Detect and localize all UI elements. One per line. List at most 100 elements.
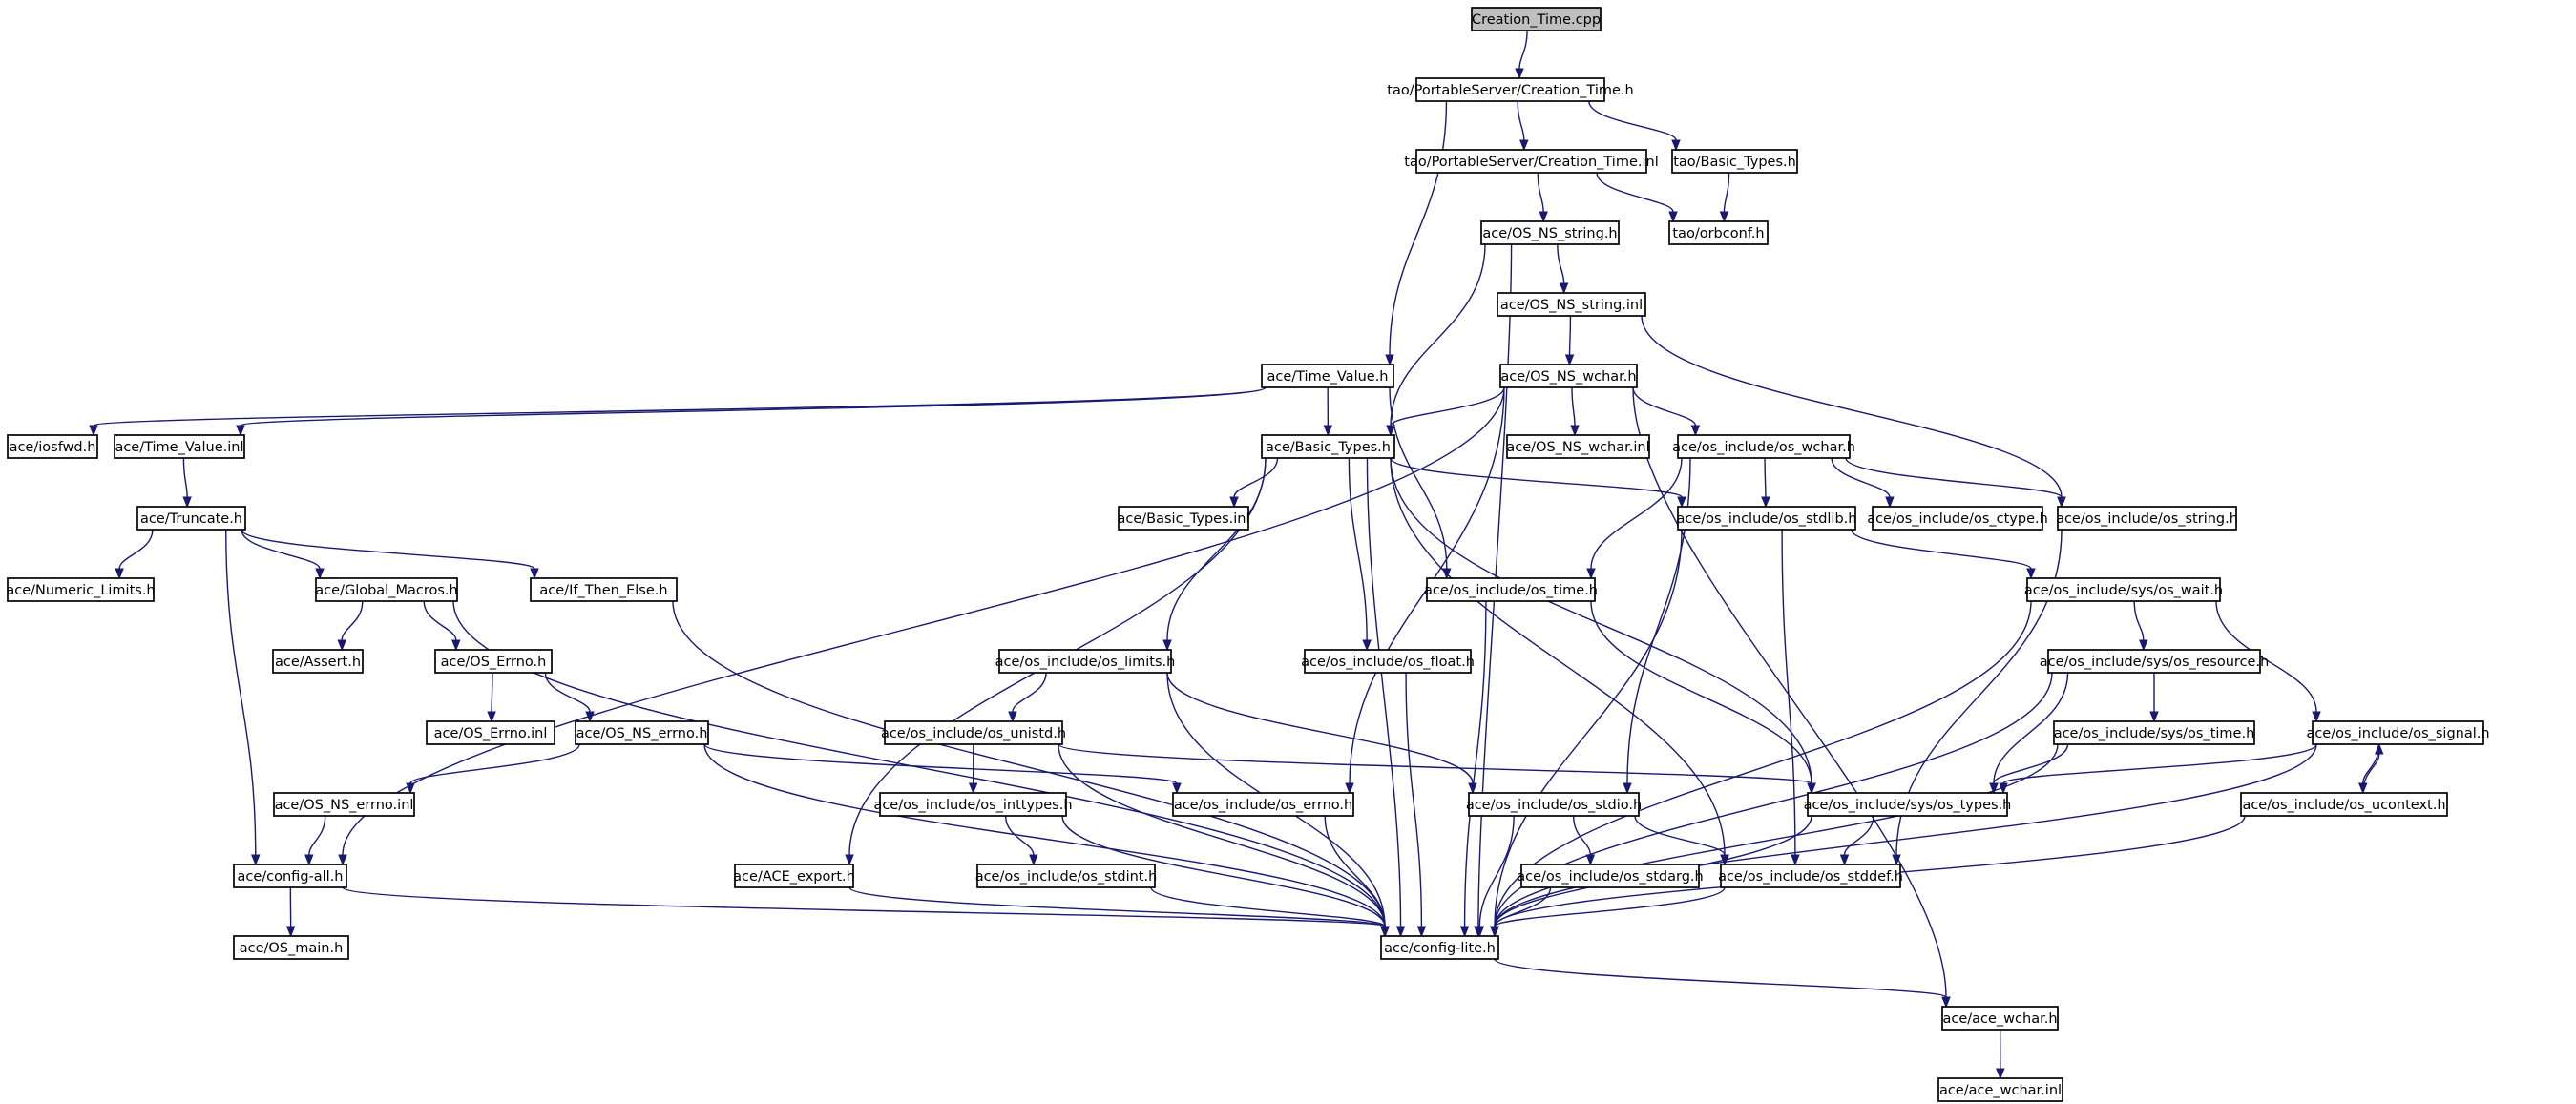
node-os-time-h[interactable]: ace/os_include/os_time.h <box>1424 577 1598 602</box>
edge-os_unistd_h-to-config_lite_h <box>1058 743 1390 938</box>
edge-creation_time_h-to-tao_basic_types_h <box>1588 100 1681 152</box>
node-assert-h[interactable]: ace/Assert.h <box>272 649 364 674</box>
node-label: ace/OS_NS_string.h <box>1482 226 1617 241</box>
node-config-lite-h[interactable]: ace/config-lite.h <box>1380 935 1499 960</box>
edge-line <box>1831 457 1891 498</box>
edge-os_wchar_h-to-os_ctype_h <box>1831 457 1895 509</box>
node-os-errno-ace-h[interactable]: ace/os_include/os_errno.h <box>1172 792 1354 817</box>
edge-line <box>1632 386 1697 427</box>
node-box <box>2047 649 2261 674</box>
edge-os_unistd_h-to-os_inttypes_h <box>968 743 978 795</box>
node-os-ns-wchar-h[interactable]: ace/OS_NS_wchar.h <box>1499 364 1638 388</box>
arrowhead <box>1345 782 1354 795</box>
node-sys-os-time-h[interactable]: ace/os_include/sys/os_time.h <box>2053 720 2255 745</box>
node-sys-os-types-h[interactable]: ace/os_include/sys/os_types.h <box>1804 792 2012 817</box>
node-os-ns-string-h[interactable]: ace/OS_NS_string.h <box>1480 220 1620 245</box>
node-os-inttypes-h[interactable]: ace/os_include/os_inttypes.h <box>873 792 1073 817</box>
edge-line <box>240 386 1267 427</box>
arrowhead <box>1380 926 1390 938</box>
node-os-stdio-h[interactable]: ace/os_include/os_stdio.h <box>1466 792 1642 817</box>
node-os-stdlib-h[interactable]: ace/os_include/os_stdlib.h <box>1677 506 1857 531</box>
node-os-main-h[interactable]: ace/OS_main.h <box>233 935 349 960</box>
node-numeric-limits-h[interactable]: ace/Numeric_Limits.h <box>6 577 156 602</box>
node-label: ace/OS_NS_string.inl <box>1500 298 1643 313</box>
arrowhead <box>1892 854 1901 866</box>
node-label: ace/OS_NS_wchar.h <box>1500 369 1636 385</box>
node-label: ace/Basic_Types.h <box>1266 440 1391 455</box>
node-basic-types-inl[interactable]: ace/Basic_Types.inl <box>1117 506 1250 531</box>
node-os-wchar-h[interactable]: ace/os_include/os_wchar.h <box>1672 434 1855 459</box>
node-os-ucontext-h[interactable]: ace/os_include/os_ucontext.h <box>2240 792 2448 817</box>
arrowhead <box>585 711 595 723</box>
edge-line <box>1568 315 1572 356</box>
node-label: ace/If_Then_Else.h <box>539 583 667 598</box>
arrowhead <box>2139 639 2148 652</box>
node-box <box>1304 649 1472 674</box>
node-truncate-h[interactable]: ace/Truncate.h <box>136 506 246 531</box>
node-sys-os-resource-h[interactable]: ace/os_include/sys/os_resource.h <box>2040 649 2270 674</box>
node-os-stddef-h[interactable]: ace/os_include/os_stddef.h <box>1718 864 1903 888</box>
node-box <box>233 935 349 960</box>
node-creation-time-inl[interactable]: tao/PortableServer/Creation_Time.inl <box>1404 149 1659 174</box>
node-os-stdarg-h[interactable]: ace/os_include/os_stdarg.h <box>1517 864 1704 888</box>
node-tao-basic-types-h[interactable]: tao/Basic_Types.h <box>1671 149 1798 174</box>
node-box <box>976 864 1156 888</box>
node-os-limits-h[interactable]: ace/os_include/os_limits.h <box>995 649 1176 674</box>
node-creation-time-cpp[interactable]: Creation_Time.cpp <box>1471 7 1602 31</box>
node-global-macros-h[interactable]: ace/Global_Macros.h <box>315 577 458 602</box>
arrowhead <box>1989 782 1999 795</box>
node-os-signal-h[interactable]: ace/os_include/os_signal.h <box>2306 720 2490 745</box>
arrowhead <box>1162 639 1172 652</box>
node-os-ns-string-inl[interactable]: ace/OS_NS_string.inl <box>1497 292 1646 317</box>
edge-os_errno_h-to-os_errno_inl <box>487 672 496 723</box>
node-os-stdint-h[interactable]: ace/os_include/os_stdint.h <box>975 864 1158 888</box>
node-os-unistd-h[interactable]: ace/os_include/os_unistd.h <box>881 720 1066 745</box>
node-ace-basic-types-h[interactable]: ace/Basic_Types.h <box>1261 434 1395 459</box>
node-label: ace/Numeric_Limits.h <box>6 583 155 598</box>
node-creation-time-h[interactable]: tao/PortableServer/Creation_Time.h <box>1387 77 1634 102</box>
edge-line <box>1166 672 1474 784</box>
node-if-then-else-h[interactable]: ace/If_Then_Else.h <box>530 577 678 602</box>
edge-os_stdio_h-to-os_stdarg_h <box>1572 815 1596 866</box>
node-os-ctype-h[interactable]: ace/os_include/os_ctype.h <box>1867 506 2048 531</box>
node-label: tao/PortableServer/Creation_Time.inl <box>1404 155 1659 170</box>
edge-line <box>1851 529 2032 570</box>
arrowhead <box>845 854 854 866</box>
node-time-value-h[interactable]: ace/Time_Value.h <box>1261 364 1394 388</box>
node-time-value-inl[interactable]: ace/Time_Value.inl <box>114 434 245 459</box>
node-os-string-h[interactable]: ace/os_include/os_string.h <box>2056 506 2238 531</box>
node-ace-wchar-h[interactable]: ace/ace_wchar.h <box>1941 1006 2059 1031</box>
arrowhead <box>285 926 296 938</box>
node-label: ace/os_include/os_stdio.h <box>1466 798 1642 813</box>
edge-line <box>1233 457 1279 498</box>
edge-line <box>1634 815 1726 856</box>
node-label: ace/os_include/sys/os_time.h <box>2054 726 2255 741</box>
node-os-errno-inl[interactable]: ace/OS_Errno.inl <box>426 720 555 745</box>
node-os-ns-wchar-inl[interactable]: ace/OS_NS_wchar.inl <box>1506 434 1650 459</box>
node-os-errno-h[interactable]: ace/OS_Errno.h <box>434 649 553 674</box>
edge-line <box>1494 886 1726 927</box>
edges-layer <box>89 30 2384 1080</box>
node-box <box>2312 720 2484 745</box>
arrowhead <box>1677 496 1686 509</box>
node-ace-wchar-inl[interactable]: ace/ace_wchar.inl <box>1937 1077 2063 1102</box>
edge-line <box>672 600 1386 927</box>
node-iosfwd-h[interactable]: ace/iosfwd.h <box>7 434 98 459</box>
node-orbconf-h[interactable]: tao/orbconf.h <box>1668 220 1769 245</box>
edge-line <box>1843 815 1874 856</box>
node-os-float-h[interactable]: ace/os_include/os_float.h <box>1301 649 1475 674</box>
node-box <box>1118 506 1249 531</box>
node-config-all-h[interactable]: ace/config-all.h <box>233 864 347 888</box>
node-ace-export-h[interactable]: ace/ACE_export.h <box>733 864 855 888</box>
edge-os_stdio_h-to-config_lite_h <box>1475 815 1515 938</box>
edge-line <box>1632 386 1947 998</box>
edge-os_stdint_h-to-config_lite_h <box>1150 886 1390 938</box>
node-label: ace/os_include/os_ctype.h <box>1867 511 2048 527</box>
edge-time_value_h-to-os_time_h <box>1389 386 1452 580</box>
edge-line <box>1764 457 1767 498</box>
node-sys-os-wait-h[interactable]: ace/os_include/sys/os_wait.h <box>2024 577 2223 602</box>
node-os-ns-errno-h[interactable]: ace/OS_NS_errno.h <box>575 720 709 745</box>
node-os-ns-errno-inl[interactable]: ace/OS_NS_errno.inl <box>273 792 415 817</box>
node-label: tao/Basic_Types.h <box>1673 155 1796 170</box>
edge-os_ns_string_inl-to-os_ns_wchar_h <box>1564 315 1575 366</box>
